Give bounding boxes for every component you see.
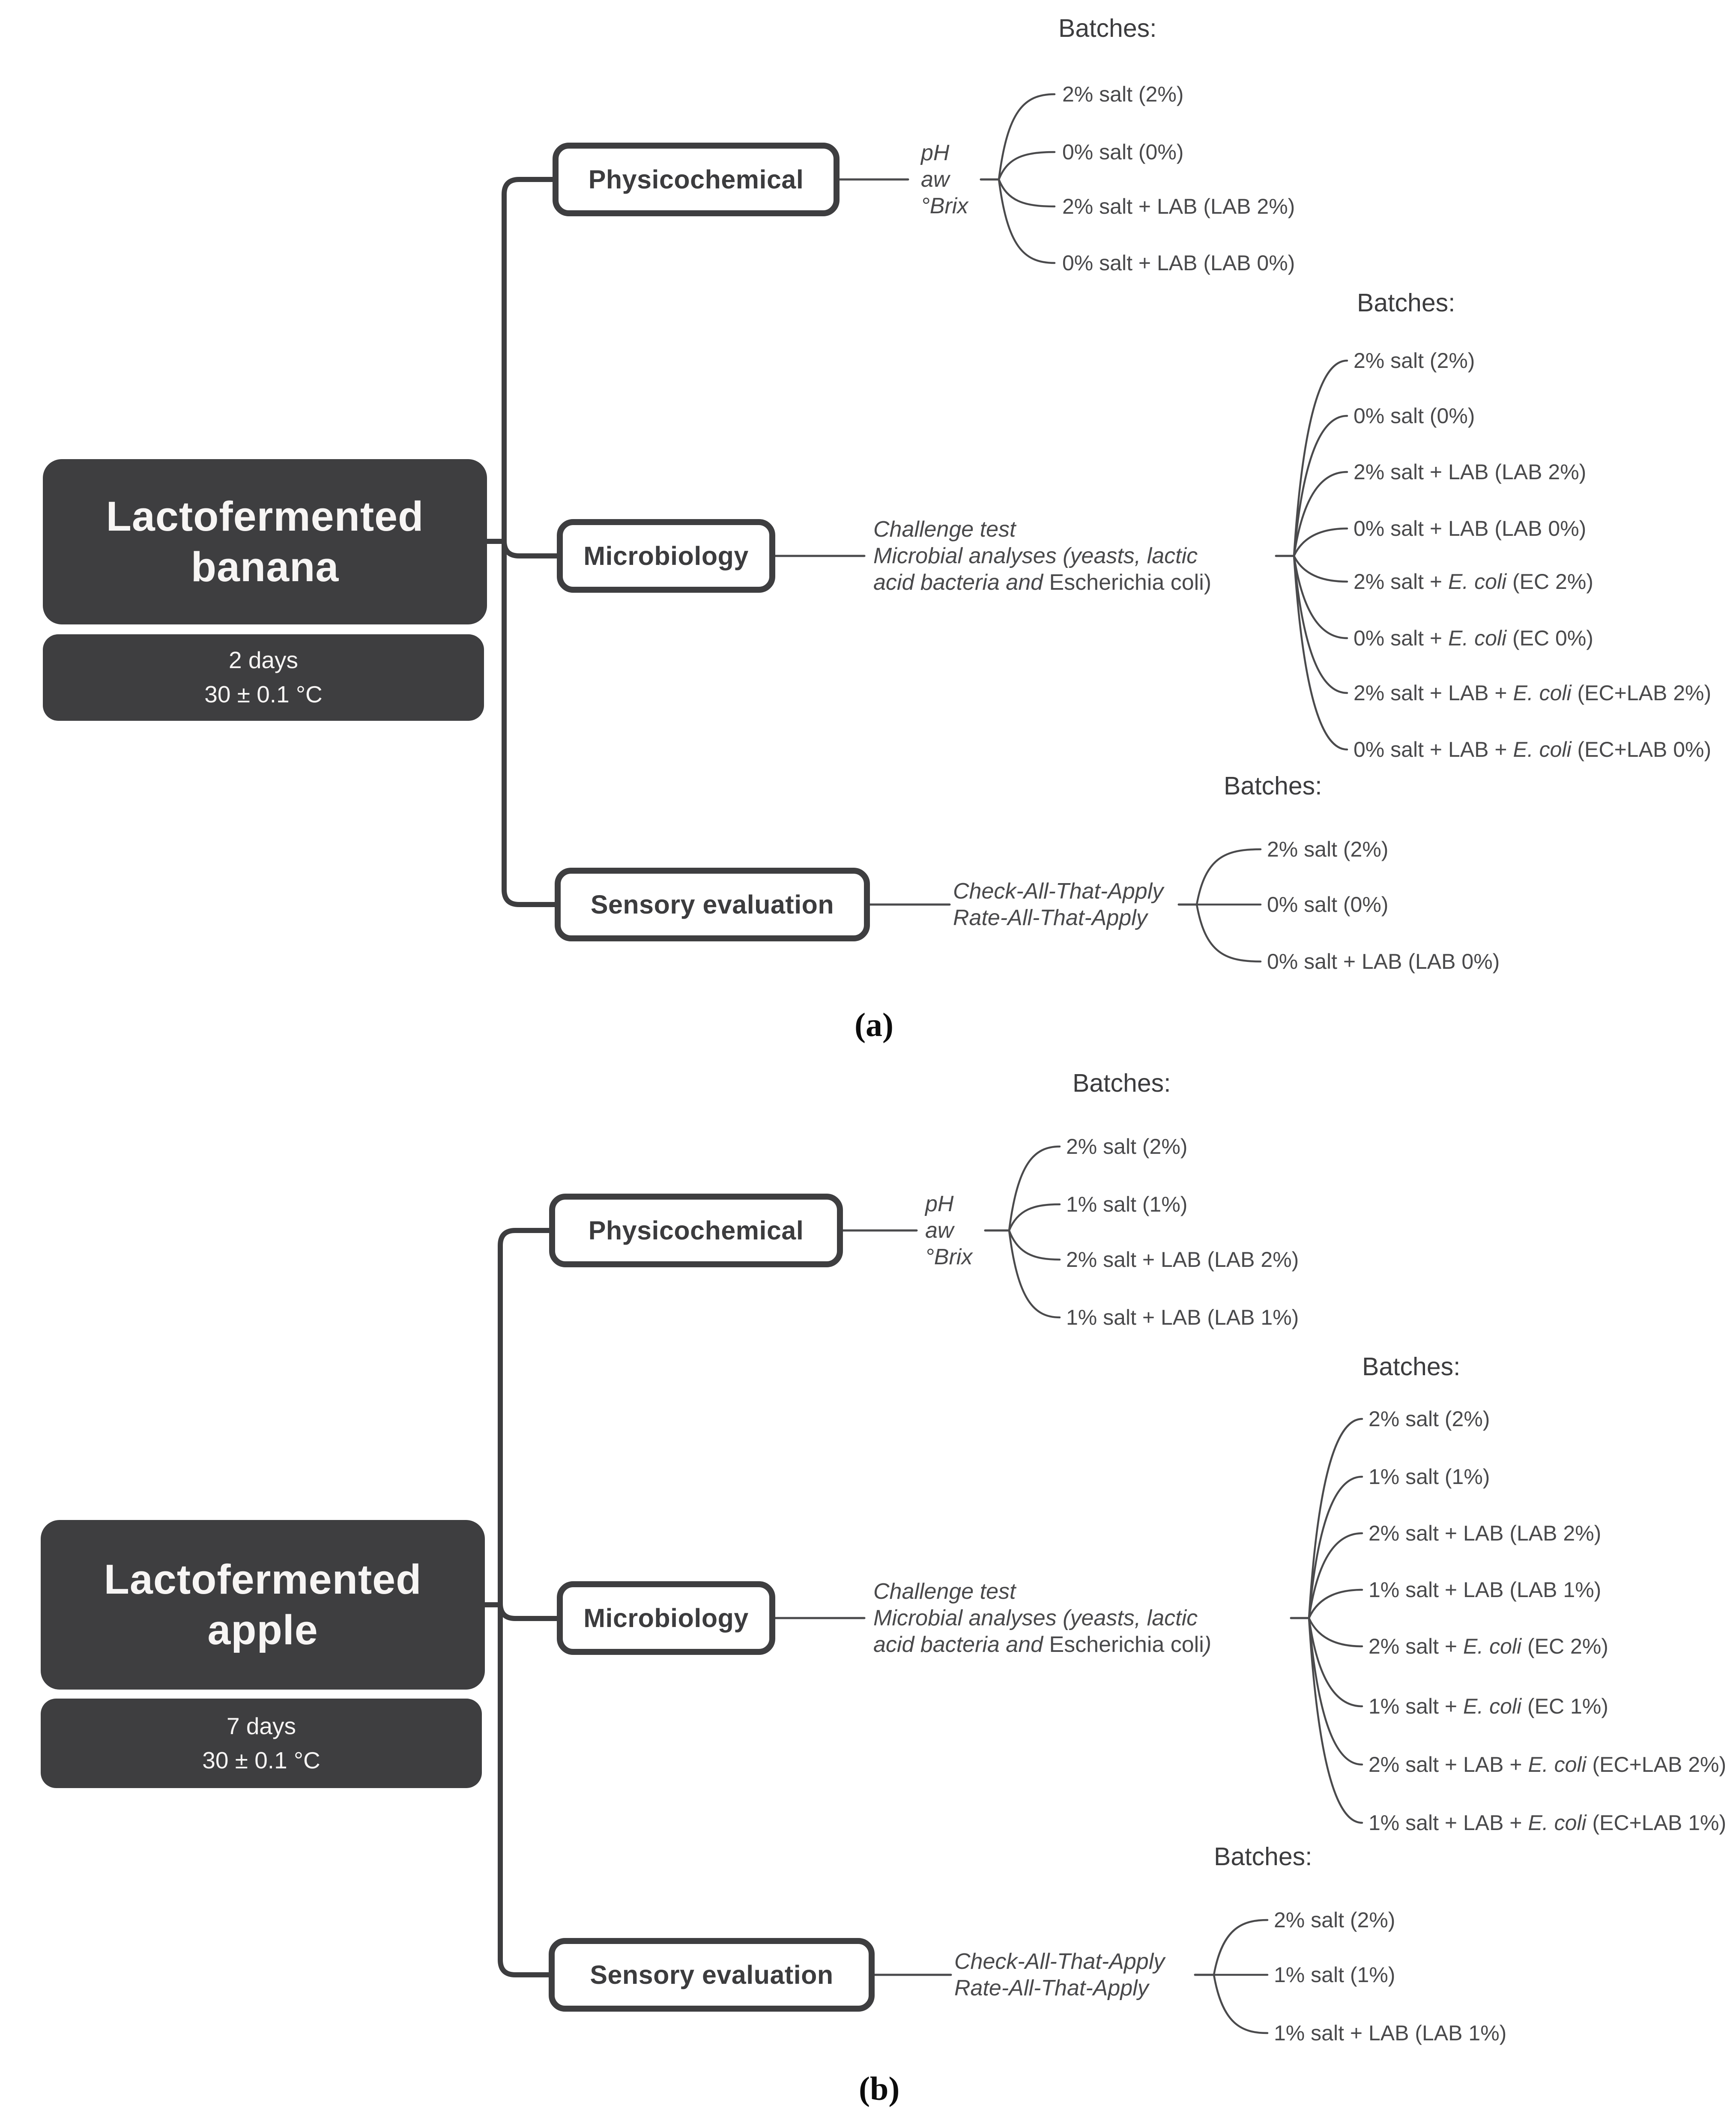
method-text-physicochemical-a: pH aw °Brix: [921, 140, 968, 218]
duration-text: 7 days: [226, 1712, 296, 1739]
batch-item: 2% salt (2%): [1354, 349, 1475, 373]
root-title-line: Lactofermented: [106, 493, 424, 540]
batches-header-microbiology-b: Batches:: [1362, 1353, 1461, 1381]
branch-box-label: Physicochemical: [588, 1216, 804, 1245]
panel-a-method-lines: [774, 178, 1295, 906]
panel-b-method-lines: [774, 1229, 1310, 1976]
panel-label-a: (a): [855, 1006, 893, 1043]
batch-item: 1% salt + LAB + E. coli (EC+LAB 1%): [1368, 1811, 1727, 1835]
batch-item: 2% salt (2%): [1274, 1908, 1395, 1932]
batches-header-physicochemical-a: Batches:: [1058, 14, 1157, 42]
branch-box-microbiology-a: Microbiology: [557, 519, 775, 593]
panel-a-fan-curves: [998, 93, 1348, 963]
method-text-sensory-a: Check-All-That-Apply Rate-All-That-Apply: [953, 879, 1164, 930]
branch-box-sensory-a: Sensory evaluation: [555, 868, 870, 941]
batch-item: 2% salt + LAB + E. coli (EC+LAB 2%): [1368, 1753, 1727, 1777]
batch-item: 2% salt (2%): [1267, 837, 1389, 861]
batch-item: 2% salt + LAB (LAB 2%): [1062, 194, 1295, 218]
root-box-apple: Lactofermented apple: [41, 1520, 485, 1690]
batch-item: 0% salt (0%): [1354, 404, 1475, 428]
batch-item: 0% salt + LAB (LAB 0%): [1062, 251, 1295, 275]
batch-item: 2% salt + LAB (LAB 2%): [1368, 1521, 1602, 1545]
batch-item: 0% salt + LAB (LAB 0%): [1354, 517, 1587, 540]
panel-a-trunk-lines: [484, 177, 559, 907]
method-text-microbiology-b: Challenge test Microbial analyses (yeast…: [873, 1579, 1212, 1657]
batch-item: 2% salt + LAB (LAB 2%): [1354, 460, 1587, 484]
batch-item: 1% salt (1%): [1368, 1465, 1490, 1489]
batch-item: 0% salt (0%): [1267, 893, 1389, 917]
batches-header-microbiology-a: Batches:: [1357, 289, 1455, 317]
branch-box-physicochemical-a: Physicochemical: [553, 143, 840, 216]
batch-item: 2% salt + E. coli (EC 2%): [1354, 570, 1593, 594]
method-text-physicochemical-b: pH aw °Brix: [925, 1191, 973, 1269]
batch-item: 0% salt + E. coli (EC 0%): [1354, 626, 1593, 650]
panel-b-trunk-lines: [482, 1228, 559, 1977]
root-box-banana: Lactofermented banana: [43, 459, 487, 624]
root-title-line: Lactofermented: [104, 1556, 422, 1603]
batch-item: 0% salt + LAB (LAB 0%): [1267, 950, 1500, 973]
duration-text: 2 days: [228, 647, 299, 674]
temperature-text: 30 ± 0.1 °C: [202, 1747, 320, 1774]
batch-item: 2% salt + LAB + E. coli (EC+LAB 2%): [1354, 681, 1712, 705]
batch-item: 2% salt + LAB (LAB 2%): [1066, 1248, 1299, 1272]
branch-line-microbiology: [498, 1601, 559, 1621]
batch-item: 2% salt + E. coli (EC 2%): [1368, 1634, 1608, 1658]
batch-item: 1% salt + LAB (LAB 1%): [1066, 1305, 1299, 1329]
batch-item: 1% salt + LAB (LAB 1%): [1274, 2021, 1507, 2045]
trunk-line: [502, 177, 557, 907]
branch-box-label: Microbiology: [583, 541, 749, 570]
branch-box-label: Physicochemical: [588, 165, 804, 194]
batch-item: 1% salt + E. coli (EC 1%): [1368, 1694, 1608, 1718]
batches-header-physicochemical-b: Batches:: [1073, 1069, 1171, 1097]
method-text-microbiology-a: Challenge test Microbial analyses (yeast…: [873, 517, 1212, 595]
batch-item: 0% salt (0%): [1062, 140, 1184, 164]
batch-item: 2% salt (2%): [1368, 1407, 1490, 1431]
branch-box-microbiology-b: Microbiology: [557, 1581, 775, 1655]
batches-header-sensory-b: Batches:: [1214, 1842, 1312, 1871]
batches-header-sensory-a: Batches:: [1224, 772, 1322, 800]
batch-item: 0% salt + LAB + E. coli (EC+LAB 0%): [1354, 738, 1712, 761]
conditions-box-banana: 2 days 30 ± 0.1 °C: [43, 634, 484, 721]
branch-box-physicochemical-b: Physicochemical: [549, 1194, 843, 1267]
conditions-box-apple: 7 days 30 ± 0.1 °C: [41, 1699, 482, 1788]
trunk-line: [498, 1228, 552, 1977]
method-text-sensory-b: Check-All-That-Apply Rate-All-That-Apply: [954, 1949, 1165, 2001]
batch-item: 1% salt (1%): [1274, 1963, 1395, 1987]
batch-item: 2% salt (2%): [1062, 82, 1184, 106]
root-title-line: apple: [207, 1606, 318, 1653]
branch-box-label: Sensory evaluation: [590, 1960, 834, 1989]
batch-item: 2% salt (2%): [1066, 1135, 1188, 1159]
branch-box-label: Sensory evaluation: [590, 890, 834, 919]
temperature-text: 30 ± 0.1 °C: [204, 681, 323, 708]
branch-box-label: Microbiology: [583, 1603, 749, 1633]
panel-b-fan-curves: [1008, 1145, 1363, 2034]
root-title-line: banana: [191, 543, 339, 590]
panel-label-b: (b): [859, 2070, 900, 2107]
branch-box-sensory-b: Sensory evaluation: [549, 1938, 875, 2012]
batch-item: 1% salt (1%): [1066, 1192, 1188, 1216]
branch-line-microbiology: [502, 538, 559, 558]
batch-item: 1% salt + LAB (LAB 1%): [1368, 1578, 1602, 1602]
